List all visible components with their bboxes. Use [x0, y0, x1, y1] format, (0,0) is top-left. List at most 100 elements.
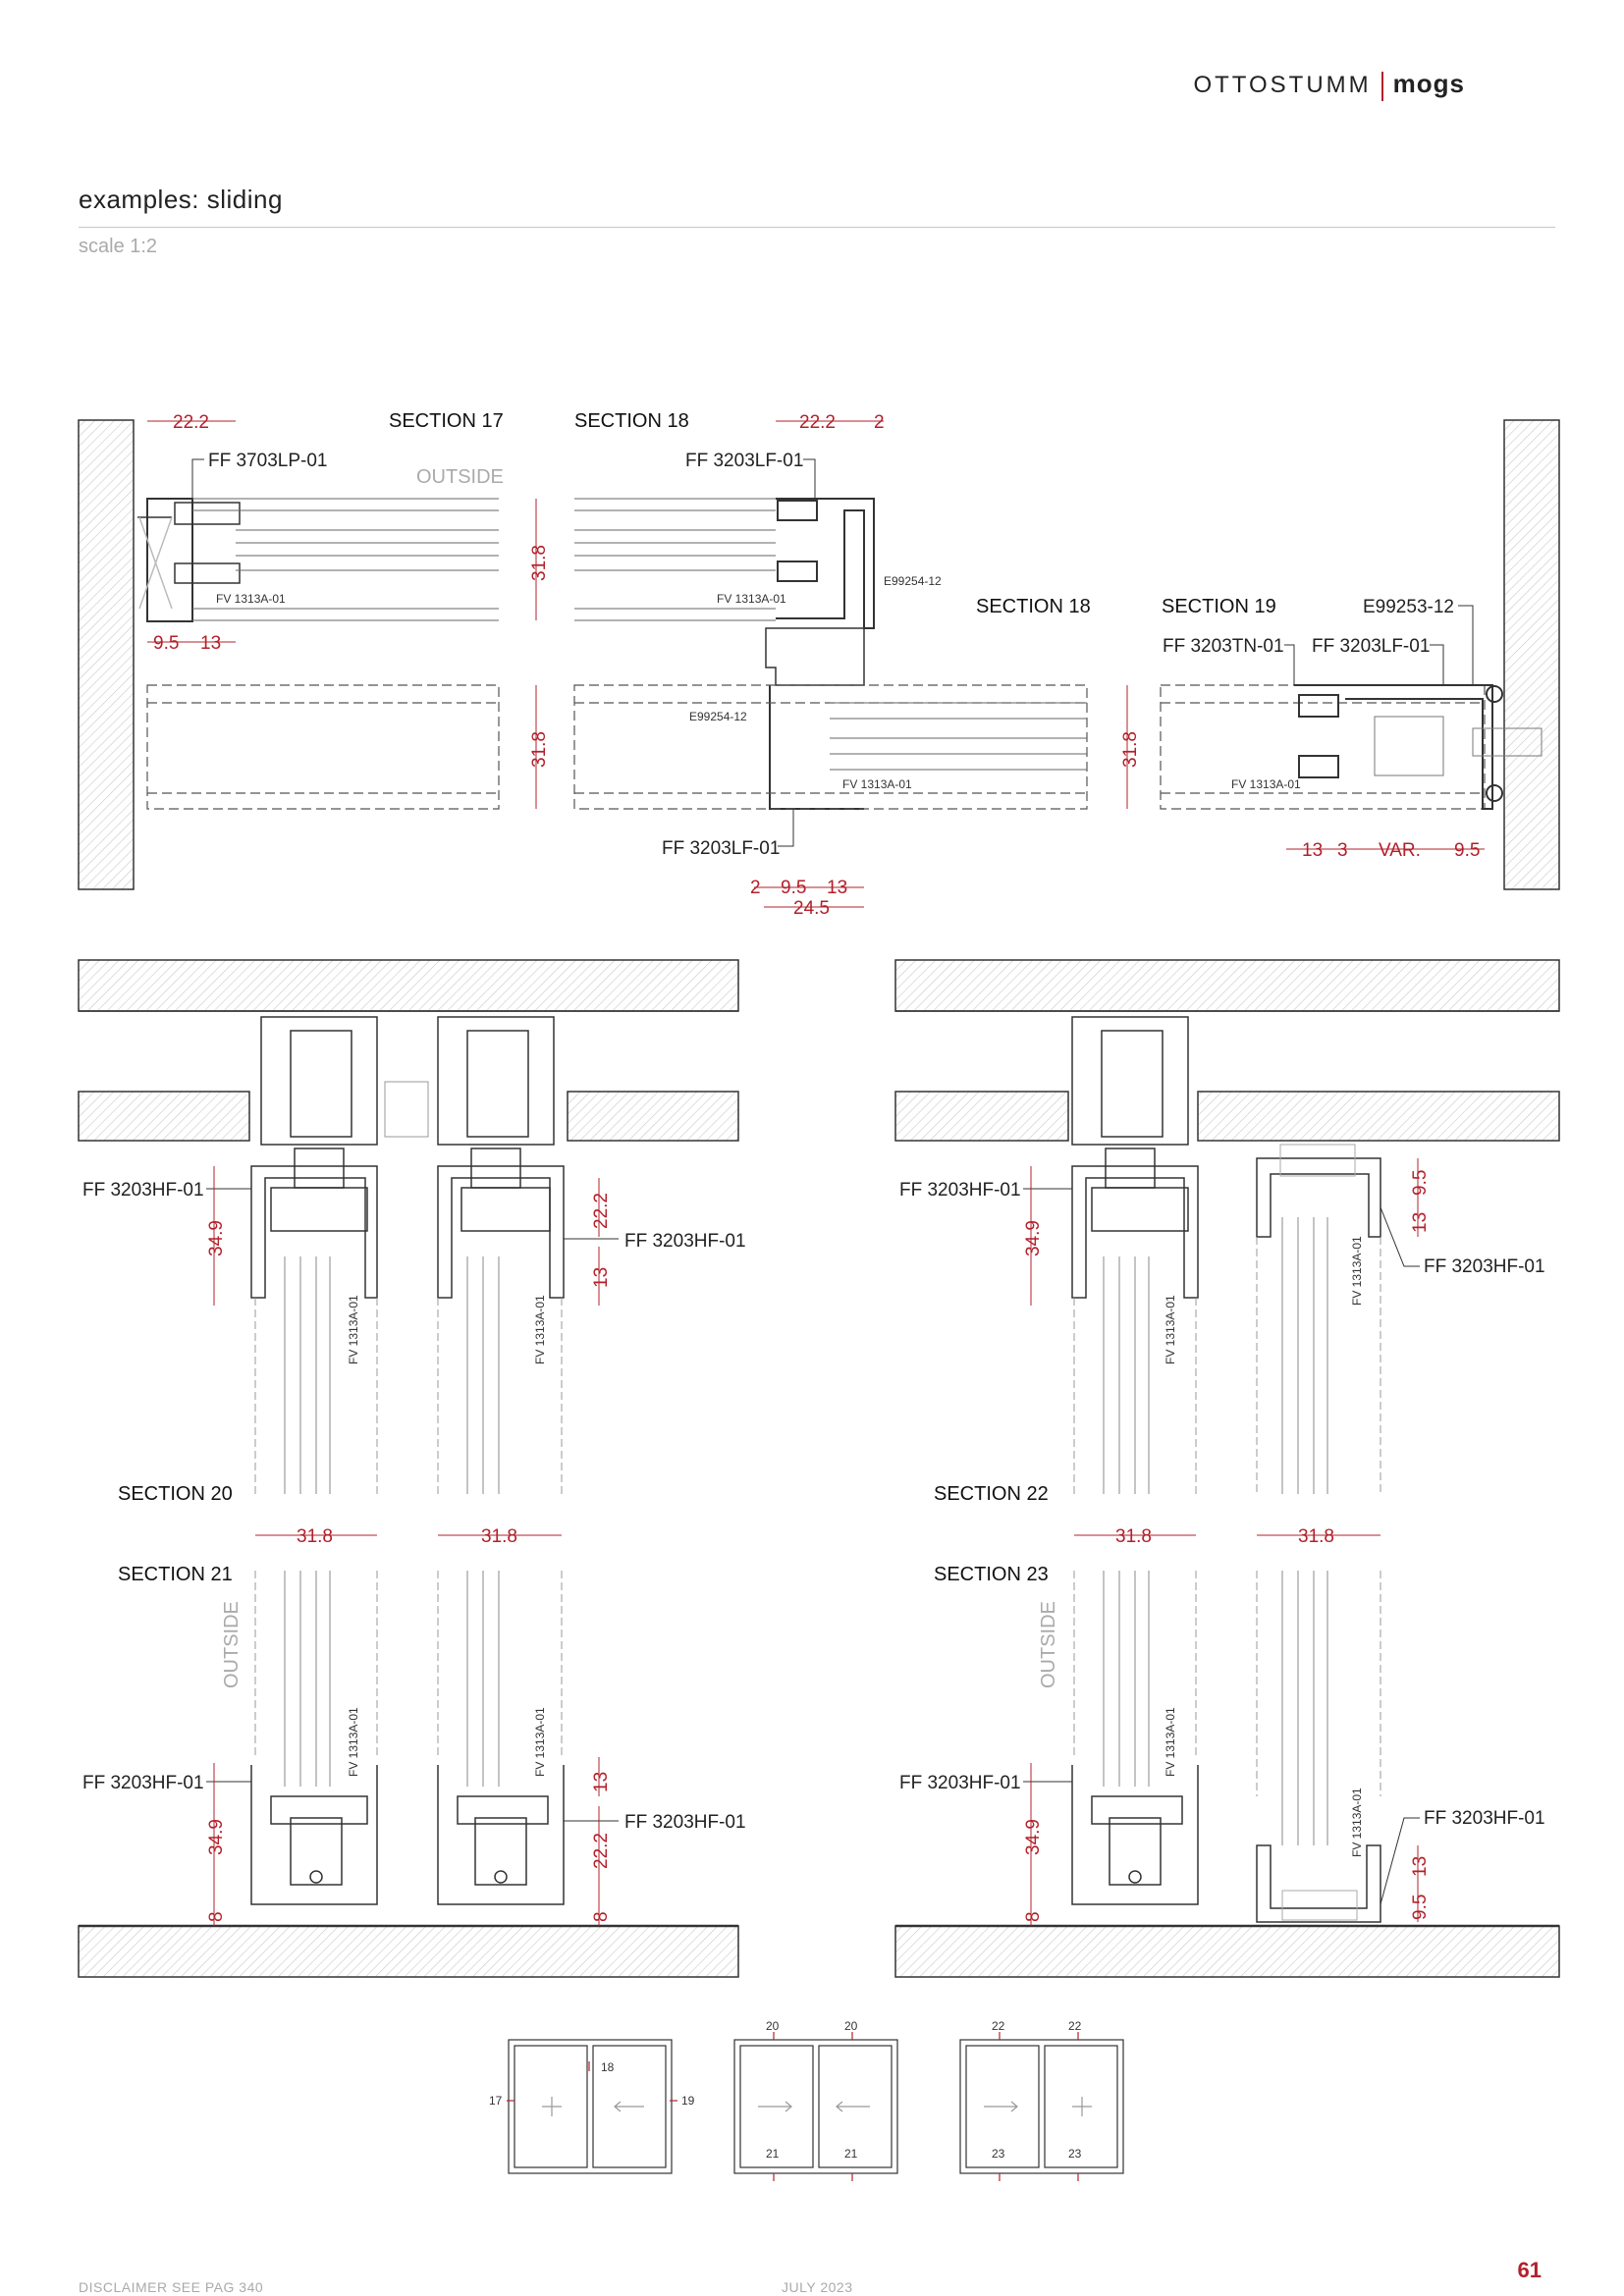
- vertical-view-22-23: [894, 959, 1560, 1978]
- dim-31-8-a: 31.8: [529, 545, 550, 581]
- dim-34-9-22: 34.9: [1023, 1220, 1044, 1256]
- leader-lines-top: [191, 458, 1474, 847]
- brand-ottostumm: OTTOSTUMM: [1193, 72, 1372, 98]
- ceiling-soffit-right-a: [894, 1091, 1069, 1142]
- callout-ff3203hf-20b: FF 3203HF-01: [624, 1231, 746, 1252]
- bottom-track-23b: [1256, 1844, 1381, 1923]
- dim-22-2-right: 22.2: [799, 412, 836, 433]
- floor-slab-left: [78, 1925, 739, 1978]
- key-21a: 21: [766, 2147, 780, 2161]
- glazing-18b: [830, 702, 1087, 771]
- callout-ff3703lp: FF 3703LP-01: [208, 451, 327, 471]
- dim-3-19: 3: [1337, 840, 1348, 861]
- dim-8-21a: 8: [206, 1911, 227, 1922]
- callout-ff3203hf-20a: FF 3203HF-01: [82, 1180, 204, 1201]
- callout-ff3203hf-23b: FF 3203HF-01: [1424, 1808, 1545, 1829]
- callout-ff3203lf-top: FF 3203LF-01: [685, 451, 803, 471]
- leaf-glazing-20-21: [254, 1298, 563, 1757]
- outside-label-23: OUTSIDE: [1038, 1601, 1059, 1688]
- bottom-track-23a: [1071, 1765, 1199, 1905]
- leaf-panes-20-21: [284, 1256, 500, 1787]
- callout-ff3203hf-23a: FF 3203HF-01: [899, 1773, 1021, 1793]
- glazing-17: [192, 498, 499, 621]
- brand-mogs: mogs: [1392, 69, 1465, 98]
- top-track-20b: [384, 1016, 565, 1299]
- disclaimer: DISCLAIMER SEE PAG 340: [79, 2279, 264, 2295]
- section-23-label: SECTION 23: [934, 1564, 1049, 1585]
- callout-fv1313a-21a: FV 1313A-01: [347, 1707, 360, 1777]
- leader-lines-vertical: [206, 1188, 1420, 1905]
- dimension-lines-vertical: [213, 1158, 1419, 1926]
- key-22a: 22: [992, 2019, 1005, 2033]
- key-plan-20-21: [733, 2032, 898, 2181]
- key-23b: 23: [1068, 2147, 1082, 2161]
- outside-label-21: OUTSIDE: [221, 1601, 243, 1688]
- section-18b-label: SECTION 18: [976, 596, 1091, 617]
- dim-2-top: 2: [874, 412, 885, 433]
- section-19-label: SECTION 19: [1162, 596, 1276, 617]
- dim-31-8-c: 31.8: [1120, 731, 1141, 768]
- dim-31-8-b: 31.8: [529, 731, 550, 768]
- callout-fv1313a-21b: FV 1313A-01: [533, 1707, 547, 1777]
- callout-fv1313a-18b: FV 1313A-01: [842, 777, 912, 791]
- key-17: 17: [489, 2094, 503, 2108]
- leaf-glazing-22-23: [1073, 1237, 1381, 1796]
- callout-fv1313a-20b: FV 1313A-01: [533, 1295, 547, 1364]
- callout-ff3203lf-19: FF 3203LF-01: [1312, 636, 1430, 657]
- top-track-22: [1071, 1016, 1199, 1299]
- dim-31-8-22b: 31.8: [1298, 1526, 1334, 1547]
- callout-fv1313a-23a: FV 1313A-01: [1164, 1707, 1177, 1777]
- dim-13-20: 13: [591, 1267, 612, 1288]
- dim-31-8-20b: 31.8: [481, 1526, 517, 1547]
- dim-22-2-20: 22.2: [591, 1193, 612, 1229]
- ceiling-soffit-left-b: [567, 1091, 739, 1142]
- sash-dashed-18: [573, 684, 1088, 810]
- key-18: 18: [601, 2060, 615, 2074]
- dim-24-5: 24.5: [793, 898, 830, 919]
- bottom-track-21a: [250, 1765, 378, 1905]
- section-18-label: SECTION 18: [574, 410, 689, 432]
- sash-dashed-19: [1160, 684, 1486, 810]
- dim-8-21b: 8: [591, 1911, 612, 1922]
- outside-label-top: OUTSIDE: [416, 466, 504, 488]
- key-20b: 20: [844, 2019, 858, 2033]
- callout-fv1313a-22b: FV 1313A-01: [1350, 1236, 1364, 1306]
- dim-34-9-20: 34.9: [206, 1220, 227, 1256]
- callout-e99254-a: E99254-12: [884, 574, 942, 588]
- key-23a: 23: [992, 2147, 1005, 2161]
- callout-fv1313a-23b: FV 1313A-01: [1350, 1788, 1364, 1857]
- frame-profile-17: [137, 498, 241, 622]
- frame-profile-19: [1294, 684, 1543, 810]
- callout-fv1313a-22a: FV 1313A-01: [1164, 1295, 1177, 1364]
- key-20a: 20: [766, 2019, 780, 2033]
- dim-31-8-22a: 31.8: [1115, 1526, 1152, 1547]
- ceiling-slab-left: [78, 959, 739, 1012]
- callout-e99254-b: E99254-12: [689, 710, 747, 723]
- ceiling-slab-right: [894, 959, 1560, 1012]
- callout-fv1313a-19: FV 1313A-01: [1231, 777, 1301, 791]
- callout-fv1313a-17: FV 1313A-01: [216, 592, 286, 606]
- callout-ff3203hf-21a: FF 3203HF-01: [82, 1773, 204, 1793]
- dim-13-22: 13: [1410, 1212, 1431, 1233]
- key-19: 19: [681, 2094, 695, 2108]
- key-21b: 21: [844, 2147, 858, 2161]
- section-17-label: SECTION 17: [389, 410, 504, 432]
- ceiling-soffit-left-a: [78, 1091, 250, 1142]
- dim-13-18: 13: [827, 878, 847, 898]
- ceiling-soffit-right-b: [1197, 1091, 1560, 1142]
- dim-13-19: 13: [1302, 840, 1323, 861]
- callout-e99253: E99253-12: [1363, 597, 1454, 617]
- section-22-label: SECTION 22: [934, 1483, 1049, 1505]
- brand-separator: [1380, 71, 1383, 101]
- floor-slab-right: [894, 1925, 1560, 1978]
- callout-ff3203hf-22a: FF 3203HF-01: [899, 1180, 1021, 1201]
- key-plan-17-18-19: [507, 2039, 677, 2174]
- leaf-panes-22-23: [1103, 1217, 1328, 1845]
- dim-var-19: VAR.: [1379, 840, 1421, 861]
- brand-logo: OTTOSTUMM mogs: [1193, 69, 1465, 101]
- top-track-20a: [250, 1016, 378, 1299]
- callout-fv1313a-18: FV 1313A-01: [717, 592, 786, 606]
- dim-34-9-23: 34.9: [1023, 1819, 1044, 1855]
- key-plan-22-23: [959, 2032, 1124, 2181]
